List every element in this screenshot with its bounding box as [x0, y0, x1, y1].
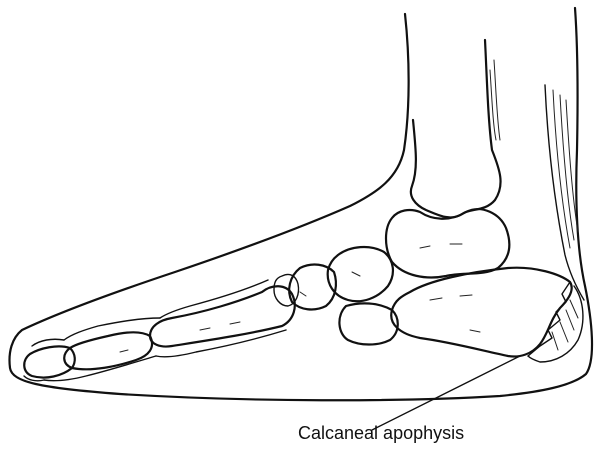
- tibia: [411, 40, 501, 217]
- apophysis-shading: [552, 300, 578, 350]
- skin-outline: [10, 8, 593, 400]
- proximal-phalanx: [64, 332, 152, 369]
- calcaneal-apophysis-label: Calcaneal apophysis: [298, 423, 464, 444]
- navicular: [328, 247, 393, 301]
- talus: [386, 209, 509, 277]
- calcaneal-apophysis-line: [528, 282, 570, 356]
- metatarsal-3: [156, 330, 286, 357]
- cuboid: [339, 303, 397, 344]
- metatarsal-1: [150, 286, 295, 346]
- tibia-shading: [490, 60, 500, 140]
- bone-texture-marks: [120, 244, 480, 352]
- leader-line: [372, 356, 520, 430]
- metatarsal-2: [160, 280, 268, 318]
- lesser-toe-phalanges: [44, 318, 160, 381]
